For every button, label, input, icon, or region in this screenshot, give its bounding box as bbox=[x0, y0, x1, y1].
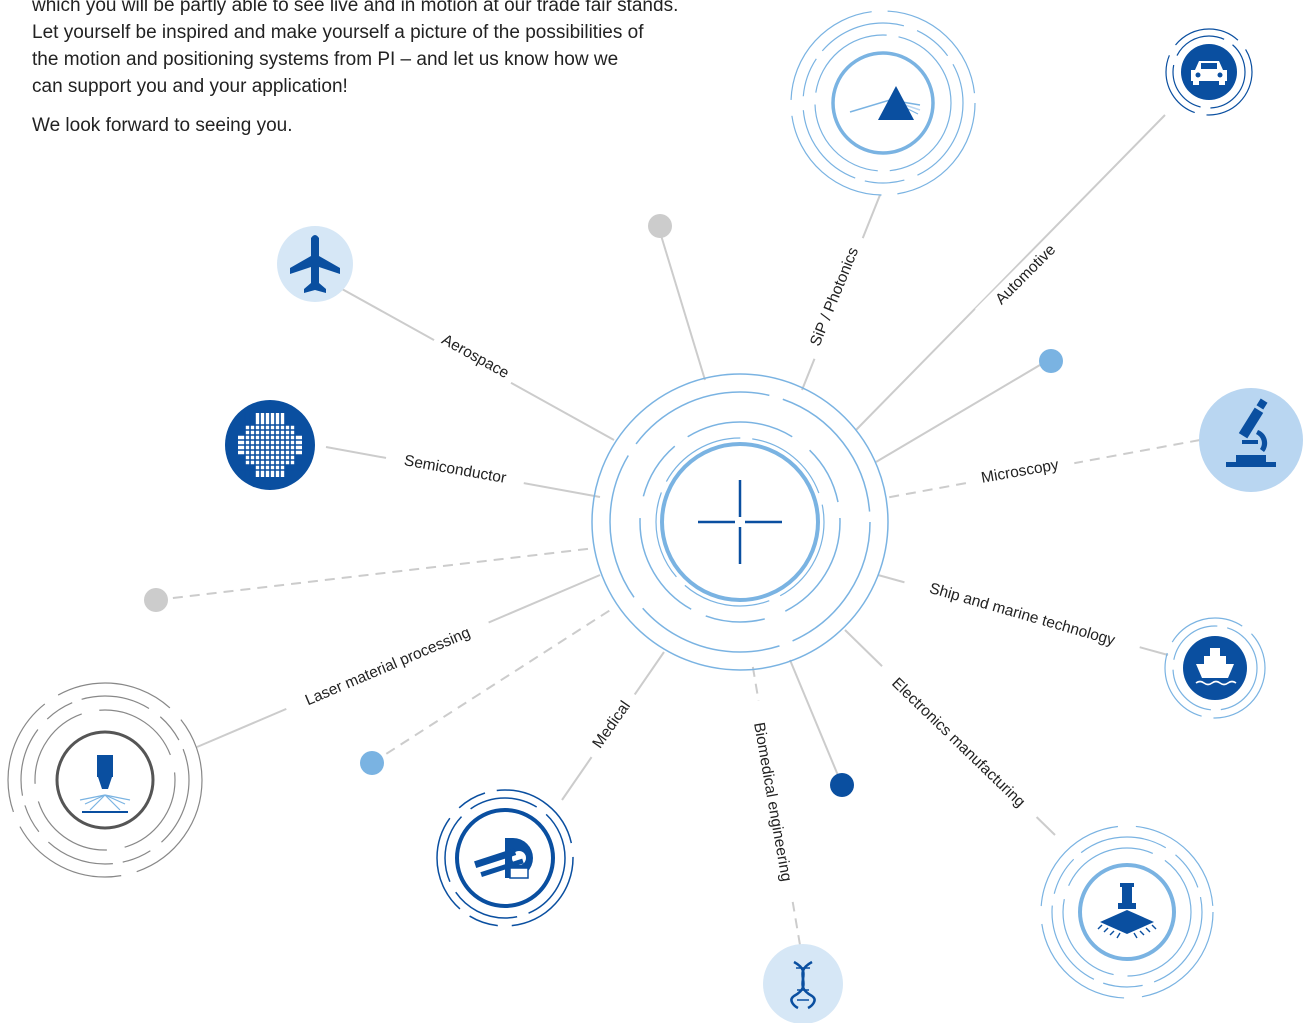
line-automotive bbox=[855, 114, 1166, 431]
prism-icon bbox=[849, 86, 921, 120]
crosshair-icon bbox=[698, 480, 782, 564]
hub-ring-dashed bbox=[609, 391, 871, 653]
semiconductor-node bbox=[225, 400, 315, 490]
line-gray-dot-top bbox=[659, 231, 706, 381]
intro-line-1: which you will be partly able to see liv… bbox=[32, 0, 679, 16]
gray-dot-top bbox=[648, 214, 672, 238]
line-dark-dot bbox=[789, 659, 843, 786]
electronics-node bbox=[1040, 825, 1214, 999]
ct-scanner-icon bbox=[474, 838, 533, 879]
hub-ring-thin bbox=[655, 437, 825, 607]
light-blue-dot-right bbox=[1039, 349, 1063, 373]
label-automotive: Automotive bbox=[992, 241, 1059, 308]
laser-node bbox=[7, 682, 203, 878]
intro-line-2: Let yourself be inspired and make yourse… bbox=[32, 22, 644, 43]
dark-blue-dot bbox=[830, 773, 854, 797]
line-blue-dot-left bbox=[371, 606, 616, 764]
ship-icon bbox=[1195, 648, 1237, 686]
line-gray-dot-left bbox=[155, 547, 596, 601]
line-blue-dot-right bbox=[875, 361, 1046, 463]
laser-icon bbox=[79, 755, 131, 813]
connector-lines bbox=[155, 114, 1201, 946]
label-ship: Ship and marine technology bbox=[927, 580, 1117, 649]
central-hub bbox=[591, 373, 889, 671]
label-electronics: Electronics manufacturing bbox=[888, 675, 1028, 811]
aerospace-node bbox=[277, 226, 353, 302]
medical-node bbox=[436, 789, 574, 927]
hub-ring-outer bbox=[591, 373, 889, 671]
label-backgrounds bbox=[282, 224, 1143, 905]
hub-ring-core bbox=[660, 442, 820, 602]
chip-machine-icon bbox=[1097, 883, 1157, 939]
intro-line-3: the motion and positioning systems from … bbox=[32, 49, 619, 70]
gray-dot-left bbox=[144, 588, 168, 612]
wafer-icon bbox=[238, 413, 302, 477]
hub-ring-inner-dashed bbox=[639, 421, 841, 623]
intro-closing: We look forward to seeing you. bbox=[32, 115, 293, 136]
ship-node bbox=[1164, 617, 1266, 719]
automotive-node bbox=[1165, 28, 1253, 116]
microscope-icon bbox=[1226, 398, 1276, 467]
dna-icon bbox=[790, 960, 816, 1010]
car-icon bbox=[1191, 61, 1227, 85]
label-photonics: SiP / Photonics bbox=[807, 245, 862, 349]
biomedical-node bbox=[763, 944, 843, 1023]
label-laser: Laser material processing bbox=[303, 624, 473, 709]
intro-line-4: can support you and your application! bbox=[32, 76, 348, 97]
airplane-icon bbox=[290, 235, 340, 293]
labels: Aerospace Semiconductor Laser material p… bbox=[303, 241, 1117, 882]
intro-text: which you will be partly able to see liv… bbox=[32, 0, 832, 139]
microscopy-node bbox=[1199, 388, 1303, 492]
photonics-node bbox=[790, 10, 976, 196]
light-blue-dot-left bbox=[360, 751, 384, 775]
